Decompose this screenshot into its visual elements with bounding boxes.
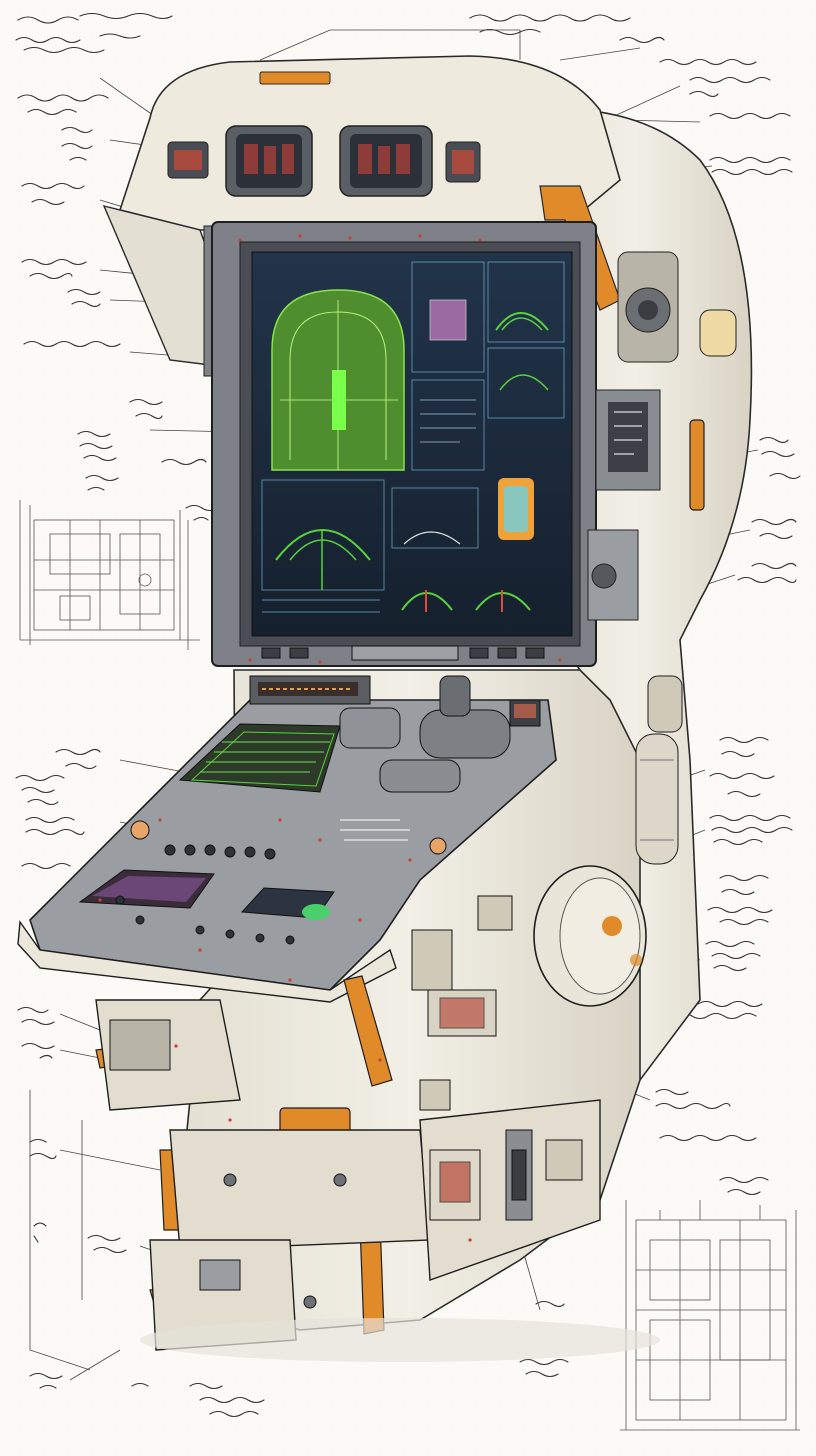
throttle-lever-icon [249,675,541,793]
screen-lower-gauges [261,478,534,613]
control-deck-lip [17,920,397,1003]
deck-knobs [115,819,447,945]
screen-side-panels [411,261,565,471]
screen-radar-display [271,289,405,471]
lower-details [109,895,583,1309]
top-window-right [339,125,433,197]
annotation-scribbles-left [15,12,265,1418]
screen-right-side-panel [587,389,661,621]
annotation-scribbles-right [469,14,801,1378]
screen-button-strip [261,645,545,661]
ground-shadow [140,1318,660,1362]
round-hatch-icon [533,865,647,1007]
schematic-right [620,1200,800,1431]
side-mechanism-right [617,251,737,363]
schematic-left [19,500,200,650]
right-cylinder [635,675,683,865]
top-window-left [225,125,313,197]
deck-panels [78,723,341,920]
hood-orange-tab [259,71,331,85]
ink-dots [98,234,562,1242]
